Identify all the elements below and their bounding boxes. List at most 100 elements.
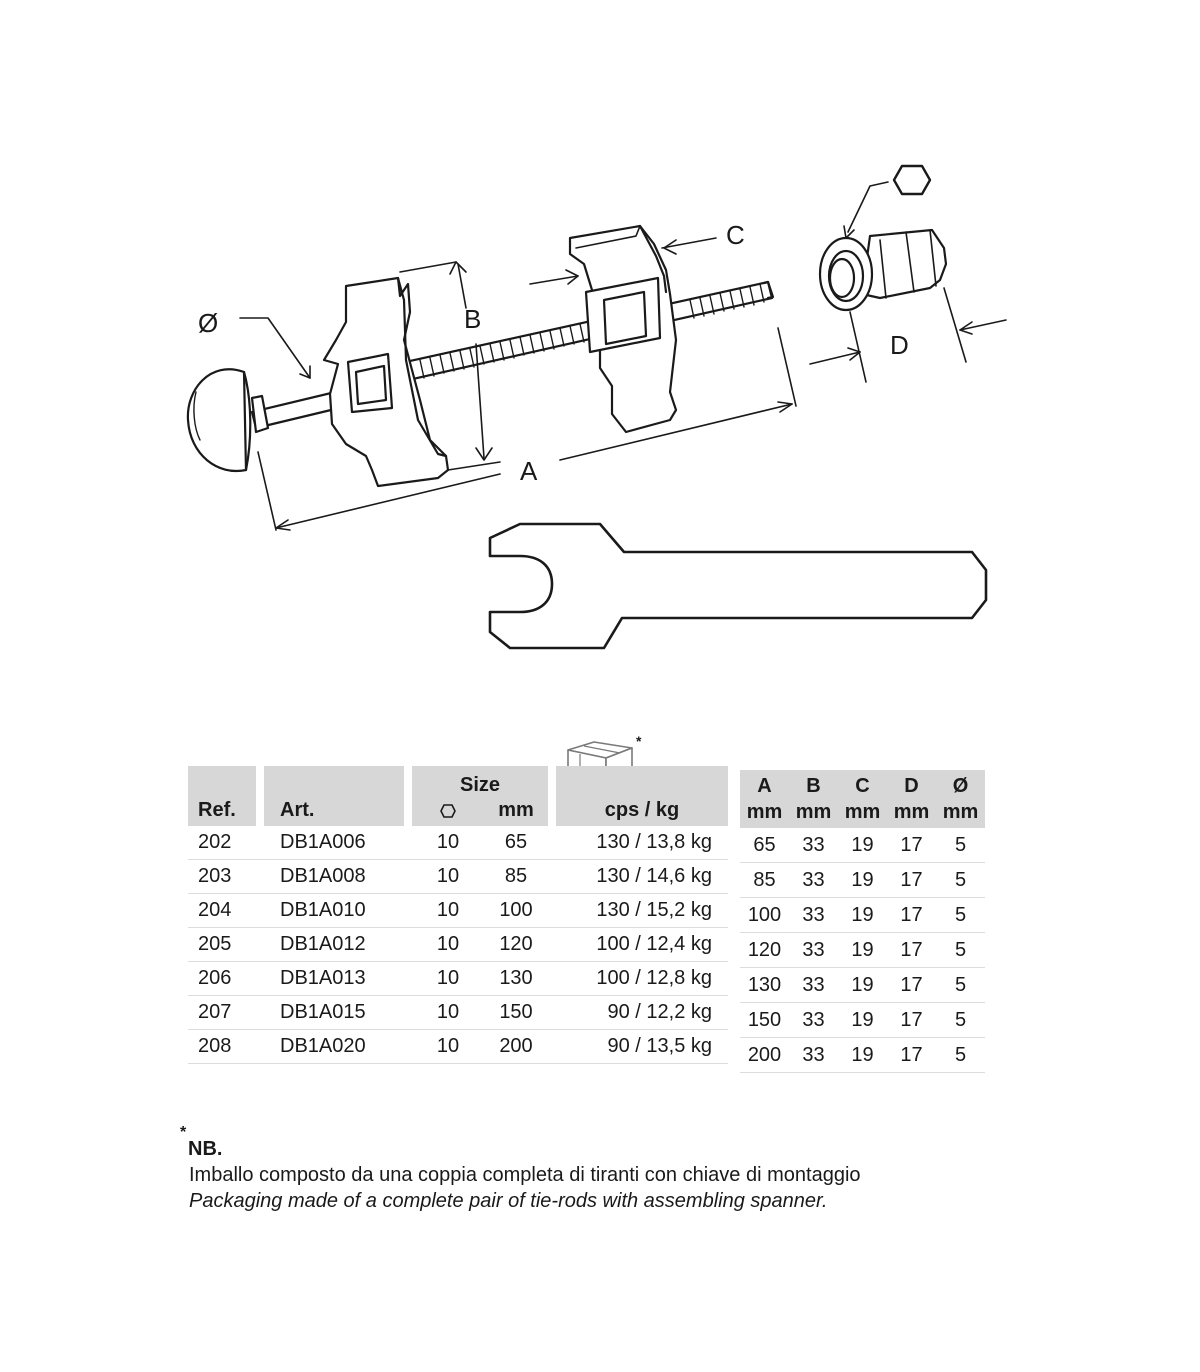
wing-plate-c: [568, 224, 678, 434]
header-ref: Ref.: [188, 766, 256, 826]
spanner: [488, 522, 988, 650]
dim-cell: 5: [936, 1002, 985, 1038]
note-italian: Imballo composto da una coppia completa …: [189, 1164, 861, 1186]
cps-kg-cell: 90 / 12,2 kg: [556, 995, 728, 1030]
dim-cell: 19: [838, 967, 887, 1003]
ref-cell: 205: [188, 927, 256, 962]
dim-cell: 5: [936, 1037, 985, 1073]
header-cps: cps / kg: [556, 766, 728, 826]
art-cell: DB1A020: [264, 1029, 404, 1064]
mm-size-cell: 150: [484, 995, 548, 1030]
spec-table-header: Ref. Art. Size mm cps / kg: [188, 766, 728, 826]
dim-header-unit: mm: [746, 801, 783, 823]
hex-size-cell: 10: [412, 995, 484, 1030]
ref-cell: 206: [188, 961, 256, 996]
cps-kg-cell: 130 / 15,2 kg: [556, 893, 728, 928]
mm-size-cell: 120: [484, 927, 548, 962]
hex-size-cell: 10: [412, 859, 484, 894]
mm-size-cell: 65: [484, 826, 548, 860]
dim-header-unit: mm: [795, 801, 832, 823]
mm-size-cell: 200: [484, 1029, 548, 1064]
dim-cell: 19: [838, 862, 887, 898]
art-cell: DB1A015: [264, 995, 404, 1030]
dim-cell: 100: [740, 897, 789, 933]
dim-cell: 33: [789, 828, 838, 863]
dim-cell: 17: [887, 932, 936, 968]
cps-kg-cell: 130 / 14,6 kg: [556, 859, 728, 894]
wing-plate-b: [322, 276, 450, 488]
hex-nut: [818, 228, 948, 312]
label-c: C: [726, 220, 745, 250]
note-star: *: [180, 1124, 187, 1141]
dim-cell: 17: [887, 967, 936, 1003]
dim-cell: 19: [838, 1002, 887, 1038]
dim-cell: 33: [789, 1002, 838, 1038]
hex-size-cell: 10: [412, 1029, 484, 1064]
hex-size-cell: 10: [412, 927, 484, 962]
ref-cell: 207: [188, 995, 256, 1030]
header-size-mm: mm: [498, 799, 534, 821]
dim-cell: 19: [838, 897, 887, 933]
dim-cell: 5: [936, 932, 985, 968]
dim-cell: 19: [838, 828, 887, 863]
header-art: Art.: [264, 766, 404, 826]
hex-size-cell: 10: [412, 961, 484, 996]
ref-cell: 202: [188, 826, 256, 860]
cps-kg-cell: 90 / 13,5 kg: [556, 1029, 728, 1064]
dim-cell: 19: [838, 1037, 887, 1073]
dim-header-letter: C: [855, 775, 870, 797]
art-cell: DB1A010: [264, 893, 404, 928]
dim-cell: 85: [740, 862, 789, 898]
dim-header-unit: mm: [844, 801, 881, 823]
dim-cell: 17: [887, 1002, 936, 1038]
art-cell: DB1A006: [264, 826, 404, 860]
cps-kg-cell: 130 / 13,8 kg: [556, 826, 728, 860]
art-cell: DB1A008: [264, 859, 404, 894]
dim-cell: 17: [887, 828, 936, 863]
mm-size-cell: 100: [484, 893, 548, 928]
threaded-rod: [358, 280, 775, 392]
hex-size-cell: 10: [412, 826, 484, 860]
dim-cell: 17: [887, 862, 936, 898]
note-title: NB.: [188, 1138, 223, 1160]
dim-cell: 120: [740, 932, 789, 968]
dim-cell: 5: [936, 828, 985, 863]
header-size-label: Size: [459, 774, 501, 796]
dim-cell: 130: [740, 967, 789, 1003]
dim-cell: 5: [936, 862, 985, 898]
ref-cell: 203: [188, 859, 256, 894]
dim-header-unit: mm: [942, 801, 979, 823]
label-a: A: [520, 456, 538, 486]
ref-cell: 208: [188, 1029, 256, 1064]
dim-header-letter: A: [757, 775, 772, 797]
package-star: *: [636, 734, 642, 749]
art-cell: DB1A013: [264, 961, 404, 996]
header-size: Size mm: [412, 766, 548, 826]
dim-cell: 17: [887, 1037, 936, 1073]
label-diameter: Ø: [198, 308, 218, 338]
dim-cell: 33: [789, 967, 838, 1003]
note-english: Packaging made of a complete pair of tie…: [189, 1190, 828, 1212]
label-d: D: [890, 330, 909, 360]
dim-cell: 19: [838, 932, 887, 968]
dim-cell: 33: [789, 862, 838, 898]
hex-size-cell: 10: [412, 893, 484, 928]
dim-header-letter: Ø: [952, 775, 969, 797]
art-cell: DB1A012: [264, 927, 404, 962]
